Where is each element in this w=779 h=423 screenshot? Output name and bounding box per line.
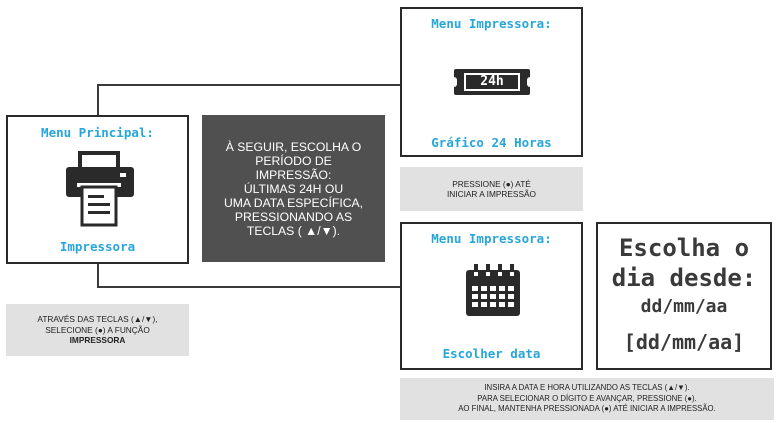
clock-24h-display: 24h <box>464 73 520 91</box>
instruction-date-line3: AO FINAL, MANTENHA PRESSIONADA (●) ATÉ I… <box>458 404 716 414</box>
instruction-select-printer: ATRAVÉS DAS TECLAS (▲/▼), SELECIONE (●) … <box>6 304 189 356</box>
connector-top-horizontal <box>97 84 402 86</box>
center-line: PRESSIONANDO AS <box>234 209 353 224</box>
main-menu-caption: Impressora <box>59 239 136 254</box>
printer-menu-date-caption: Escolher data <box>442 346 541 361</box>
center-line: PERÍODO DE <box>255 153 332 168</box>
center-line: À SEGUIR, ESCOLHA O <box>225 139 362 154</box>
date-line3: dd/mm/aa <box>640 296 728 317</box>
date-line2: dia desde: <box>611 264 757 292</box>
connector-bottom-horizontal <box>97 286 402 288</box>
instruction-select-line3: IMPRESSORA <box>69 335 126 346</box>
printer-menu-24h-screen: Menu Impressora: 24h Gráfico 24 Horas <box>400 7 583 157</box>
clock-24h-notch-left <box>451 77 457 87</box>
printer-menu-date-screen: Menu Impressora: Escolher data <box>400 222 583 370</box>
printer-menu-date-title: Menu Impressora: <box>431 231 552 246</box>
connector-bottom-vertical <box>97 262 99 288</box>
main-menu-screen: Menu Principal: Impressora <box>6 115 189 264</box>
instruction-date-line1: INSIRA A DATA E HORA UTILIZANDO AS TECLA… <box>484 383 690 393</box>
instruction-24h-line1: PRESSIONE (●) ATÉ <box>452 178 531 189</box>
center-instruction-box: À SEGUIR, ESCOLHA O PERÍODO DE IMPRESSÃO… <box>202 115 385 262</box>
instruction-select-line1: ATRAVÉS DAS TECLAS (▲/▼), <box>37 314 158 325</box>
instruction-24h: PRESSIONE (●) ATÉ INICIAR A IMPRESSÃO <box>400 167 583 211</box>
main-menu-title: Menu Principal: <box>41 125 154 140</box>
center-line: IMPRESSÃO: <box>255 167 332 182</box>
printer-menu-24h-title: Menu Impressora: <box>431 16 552 31</box>
instruction-date: INSIRA A DATA E HORA UTILIZANDO AS TECLA… <box>400 378 774 420</box>
printer-icon <box>66 151 134 227</box>
instruction-select-line2: SELECIONE (●) A FUNÇÃO <box>45 324 150 335</box>
instruction-date-line2: PARA SELECIONAR O DÍGITO E AVANÇAR, PRES… <box>477 393 697 403</box>
center-instruction-text: À SEGUIR, ESCOLHA O PERÍODO DE IMPRESSÃO… <box>224 140 363 238</box>
center-line: UMA DATA ESPECÍFICA, <box>223 195 364 210</box>
clock-24h-label: 24h <box>480 74 504 89</box>
connector-top-vertical <box>97 84 99 116</box>
instruction-24h-line2: INICIAR A IMPRESSÃO <box>447 189 536 199</box>
date-line1: Escolha o <box>618 234 750 262</box>
center-line: ÚLTIMAS 24H OU <box>243 181 344 196</box>
printer-menu-24h-caption: Gráfico 24 Horas <box>431 135 552 150</box>
date-entry-screen: Escolha o dia desde: dd/mm/aa [dd/mm/aa] <box>596 222 772 370</box>
calendar-icon <box>466 264 520 316</box>
date-line4: [dd/mm/aa] <box>623 330 745 354</box>
clock-24h-icon: 24h <box>451 69 533 95</box>
center-line: TECLAS ( ▲/▼). <box>246 223 341 238</box>
clock-24h-notch-right <box>527 77 533 87</box>
